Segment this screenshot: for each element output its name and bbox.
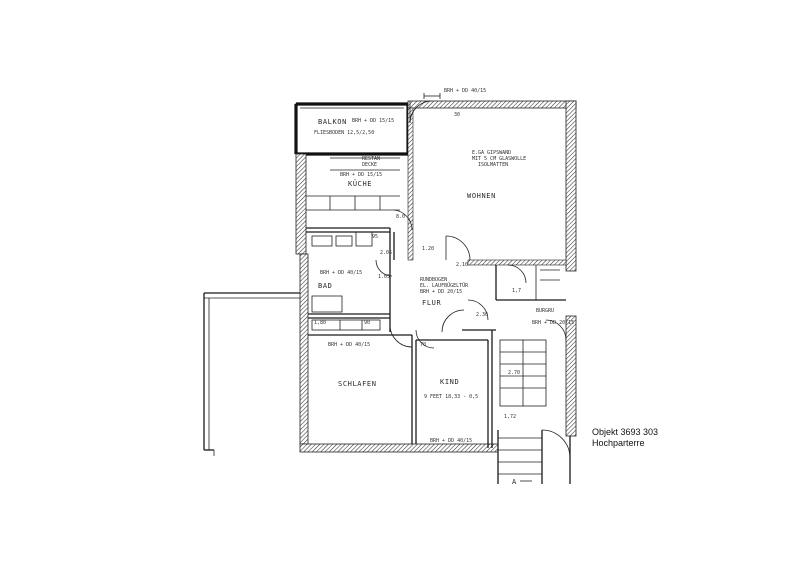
note-stair: BRH + DD 20/15	[532, 320, 574, 326]
interior-walls	[306, 157, 571, 484]
dim-2-70: 2.70	[508, 370, 520, 376]
note-kind-window: BRH + DD 40/15	[430, 438, 472, 444]
dim-90: 90	[364, 320, 370, 326]
note-kueche-a: RESTAN	[362, 156, 380, 162]
note-bad-window: BRH + DD 40/15	[320, 270, 362, 276]
dim-2-30: 2.30	[476, 312, 488, 318]
note-kind-floor: 9 FEET 18,33 - 0,5	[424, 394, 478, 400]
dim-1-20: 1.20	[422, 246, 434, 252]
dim-70: 70	[420, 342, 426, 348]
note-stair-side: BURGRU	[536, 308, 554, 314]
room-label-bad: BAD	[318, 282, 332, 290]
dim-1-65: 1.65	[378, 274, 390, 280]
room-label-kind: KIND	[440, 378, 459, 386]
note-wohnen-1: E.GA GIPSWAND	[472, 150, 511, 156]
plan-caption: Objekt 3693 303 Hochparterre	[592, 427, 658, 449]
dim-2-05: 2.05	[380, 250, 392, 256]
note-top-window: BRH + DD 40/15	[444, 88, 486, 94]
room-label-schlafen: SCHLAFEN	[338, 380, 377, 388]
entrance-marker: A	[512, 478, 517, 486]
dim-2-10: 2.10	[456, 262, 468, 268]
room-label-wohnen: WOHNEN	[467, 192, 496, 200]
window-markers	[423, 93, 560, 281]
note-wohnen-2: MIT 5 CM GLASWOLLE	[472, 156, 526, 162]
note-flur-2: EL. LAUFBÜGELTÜR	[420, 282, 469, 289]
dim-95: 95	[372, 234, 378, 240]
dim-1-80: 1,80	[314, 320, 326, 326]
balcony-area	[294, 102, 410, 156]
dim-30: 30	[454, 112, 460, 118]
note-schlafen-window: BRH + DD 40/15	[328, 342, 370, 348]
dim-1-7: 1,7	[512, 288, 521, 294]
room-label-balkon: BALKON	[318, 118, 347, 126]
note-kueche-window: BRH + DD 15/15	[340, 172, 382, 178]
note-flur-1: RUNDBOGEN	[420, 277, 447, 283]
dim-8-0: 8.0	[396, 214, 405, 220]
note-kueche-b: DECKE	[362, 162, 377, 168]
note-balkon-floor: FLIESBODEN 12,5/2,50	[314, 130, 374, 136]
object-number: Objekt 3693 303	[592, 427, 659, 437]
room-label-kueche: KÜCHE	[348, 179, 372, 188]
floor-name: Hochparterre	[592, 438, 645, 448]
dim-1-72: 1,72	[504, 414, 516, 420]
note-wohnen-3: ISOLMATTEN	[478, 162, 508, 168]
room-label-flur: FLUR	[422, 299, 441, 307]
note-flur-3: BRH + DD 20/15	[420, 289, 462, 295]
note-balkon-window: BRH + DD 15/15	[352, 118, 394, 124]
door-swings	[375, 100, 567, 349]
annex-outline	[203, 292, 300, 456]
